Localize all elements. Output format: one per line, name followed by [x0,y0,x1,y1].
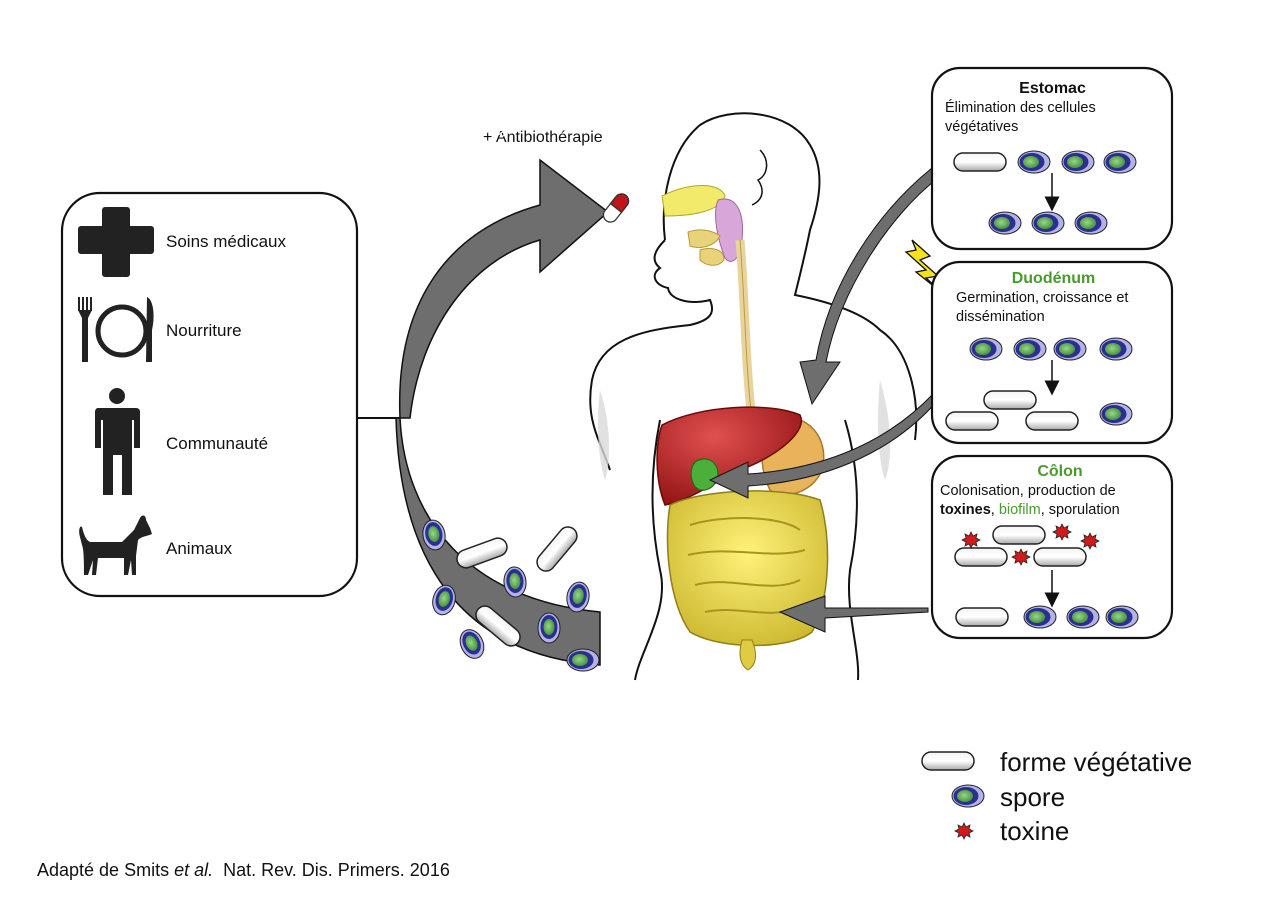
stomach-box [930,66,1174,251]
legend-symbols [921,751,985,840]
colon-desc-part1: Colonisation, production de [940,483,1116,499]
source-caption: Adapté de Smits et al. Nat. Rev. Dis. Pr… [37,860,450,881]
source-label-community: Communauté [166,434,269,453]
body-shading [597,380,891,480]
stomach-title: Estomac [1019,80,1086,97]
source-label-medical: Soins médicaux [166,232,287,251]
duodenum-text: Duodénum Germination, croissance et diss… [956,270,1161,327]
legend-label-vegetative: forme végétative [1000,747,1193,777]
human-body-illustration [589,112,918,681]
sources-box [60,191,359,598]
antibiotic-label: + Antibiothérapie [483,129,603,146]
caption-italic: et al. [174,860,214,880]
colon-desc-sep: , [990,502,999,518]
stomach-pointer-arrow [799,167,939,406]
legend-label-toxin: toxine [1000,816,1070,846]
intestines-organ [666,490,829,671]
colon-box [930,454,1174,640]
colon-desc-part2: , sporulation [1040,502,1120,518]
duodenum-description: Germination, croissance et dissémination [956,290,1129,325]
caption-suffix: Nat. Rev. Dis. Primers. 2016 [213,860,450,880]
colon-title: Côlon [1037,463,1083,480]
person-icon [95,388,140,495]
colon-desc-toxins: toxines [940,502,991,518]
duodenum-title: Duodénum [1011,270,1096,287]
colon-description: Colonisation, production de toxines, bio… [940,482,1165,520]
dog-icon [79,515,152,575]
colon-pointer-arrow [778,595,929,633]
stomach-microbes [953,150,1137,235]
duodenum-microbes [945,337,1133,431]
legend-vegetative-symbol [921,751,975,771]
legend-spore-symbol [951,784,985,808]
legend-toxin-symbol [954,822,974,840]
colon-microbes [954,523,1139,629]
duodenum-pointer-arrow [708,392,939,499]
transmission-arrow [395,158,610,666]
source-label-food: Nourriture [166,321,242,340]
stomach-description: Élimination des cellules végétatives [945,100,1096,135]
fork-plate-knife-icon [78,297,154,362]
caption-prefix: Adapté de Smits [37,860,175,880]
gallbladder-organ [690,458,719,491]
source-label-animals: Animaux [166,539,233,558]
colon-text: Côlon Colonisation, production de toxine… [940,463,1165,520]
colon-desc-biofilm: biofilm [998,502,1041,518]
head-organs [661,185,744,266]
legend-label-spore: spore [1000,782,1066,812]
stomach-text: Estomac Élimination des cellules végétat… [945,80,1160,137]
medical-cross-icon [78,207,154,277]
pill-icon [602,193,630,223]
